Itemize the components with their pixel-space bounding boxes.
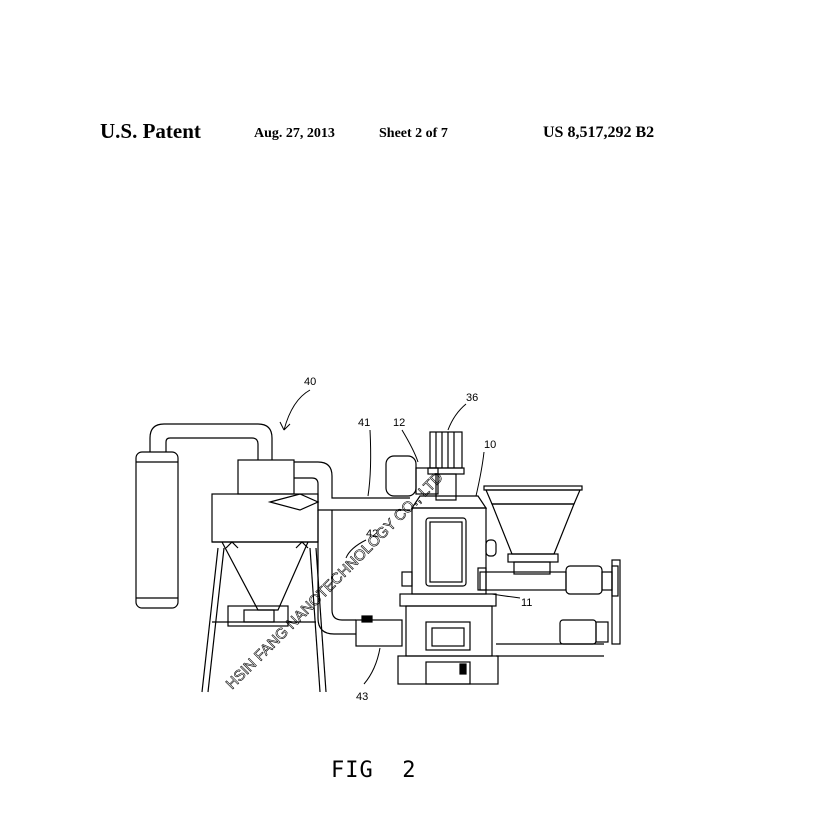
drive-motor — [496, 559, 621, 657]
figure-caption: FIG 2 — [331, 758, 417, 783]
patent-date: Aug. 27, 2013 — [254, 126, 335, 141]
label-41: 41 — [358, 417, 370, 429]
label-40: 40 — [304, 376, 316, 388]
leader-lines — [279, 389, 521, 685]
top-duct — [149, 423, 273, 460]
label-42: 42 — [366, 528, 378, 540]
label-43: 43 — [356, 691, 368, 703]
patent-number: US 8,517,292 B2 — [543, 124, 655, 141]
mill-base — [397, 593, 499, 685]
label-11: 11 — [521, 597, 532, 609]
cyclone-collector — [201, 459, 327, 693]
label-10: 10 — [484, 439, 496, 451]
sheet-number: Sheet 2 of 7 — [379, 126, 448, 141]
feed-hopper — [479, 485, 619, 597]
label-12: 12 — [393, 417, 405, 429]
label-36: 36 — [466, 392, 478, 404]
patent-title: U.S. Patent — [100, 119, 201, 143]
return-pipe-42 — [317, 510, 403, 647]
transfer-pipe-41 — [294, 455, 439, 511]
watermark: HSIN FANG NANOTECHNOLOGY CO., LTD — [223, 469, 447, 693]
reference-numerals: 40 41 12 36 10 42 11 43 — [304, 376, 532, 703]
motor — [427, 431, 465, 501]
filter-cylinder — [135, 451, 179, 609]
